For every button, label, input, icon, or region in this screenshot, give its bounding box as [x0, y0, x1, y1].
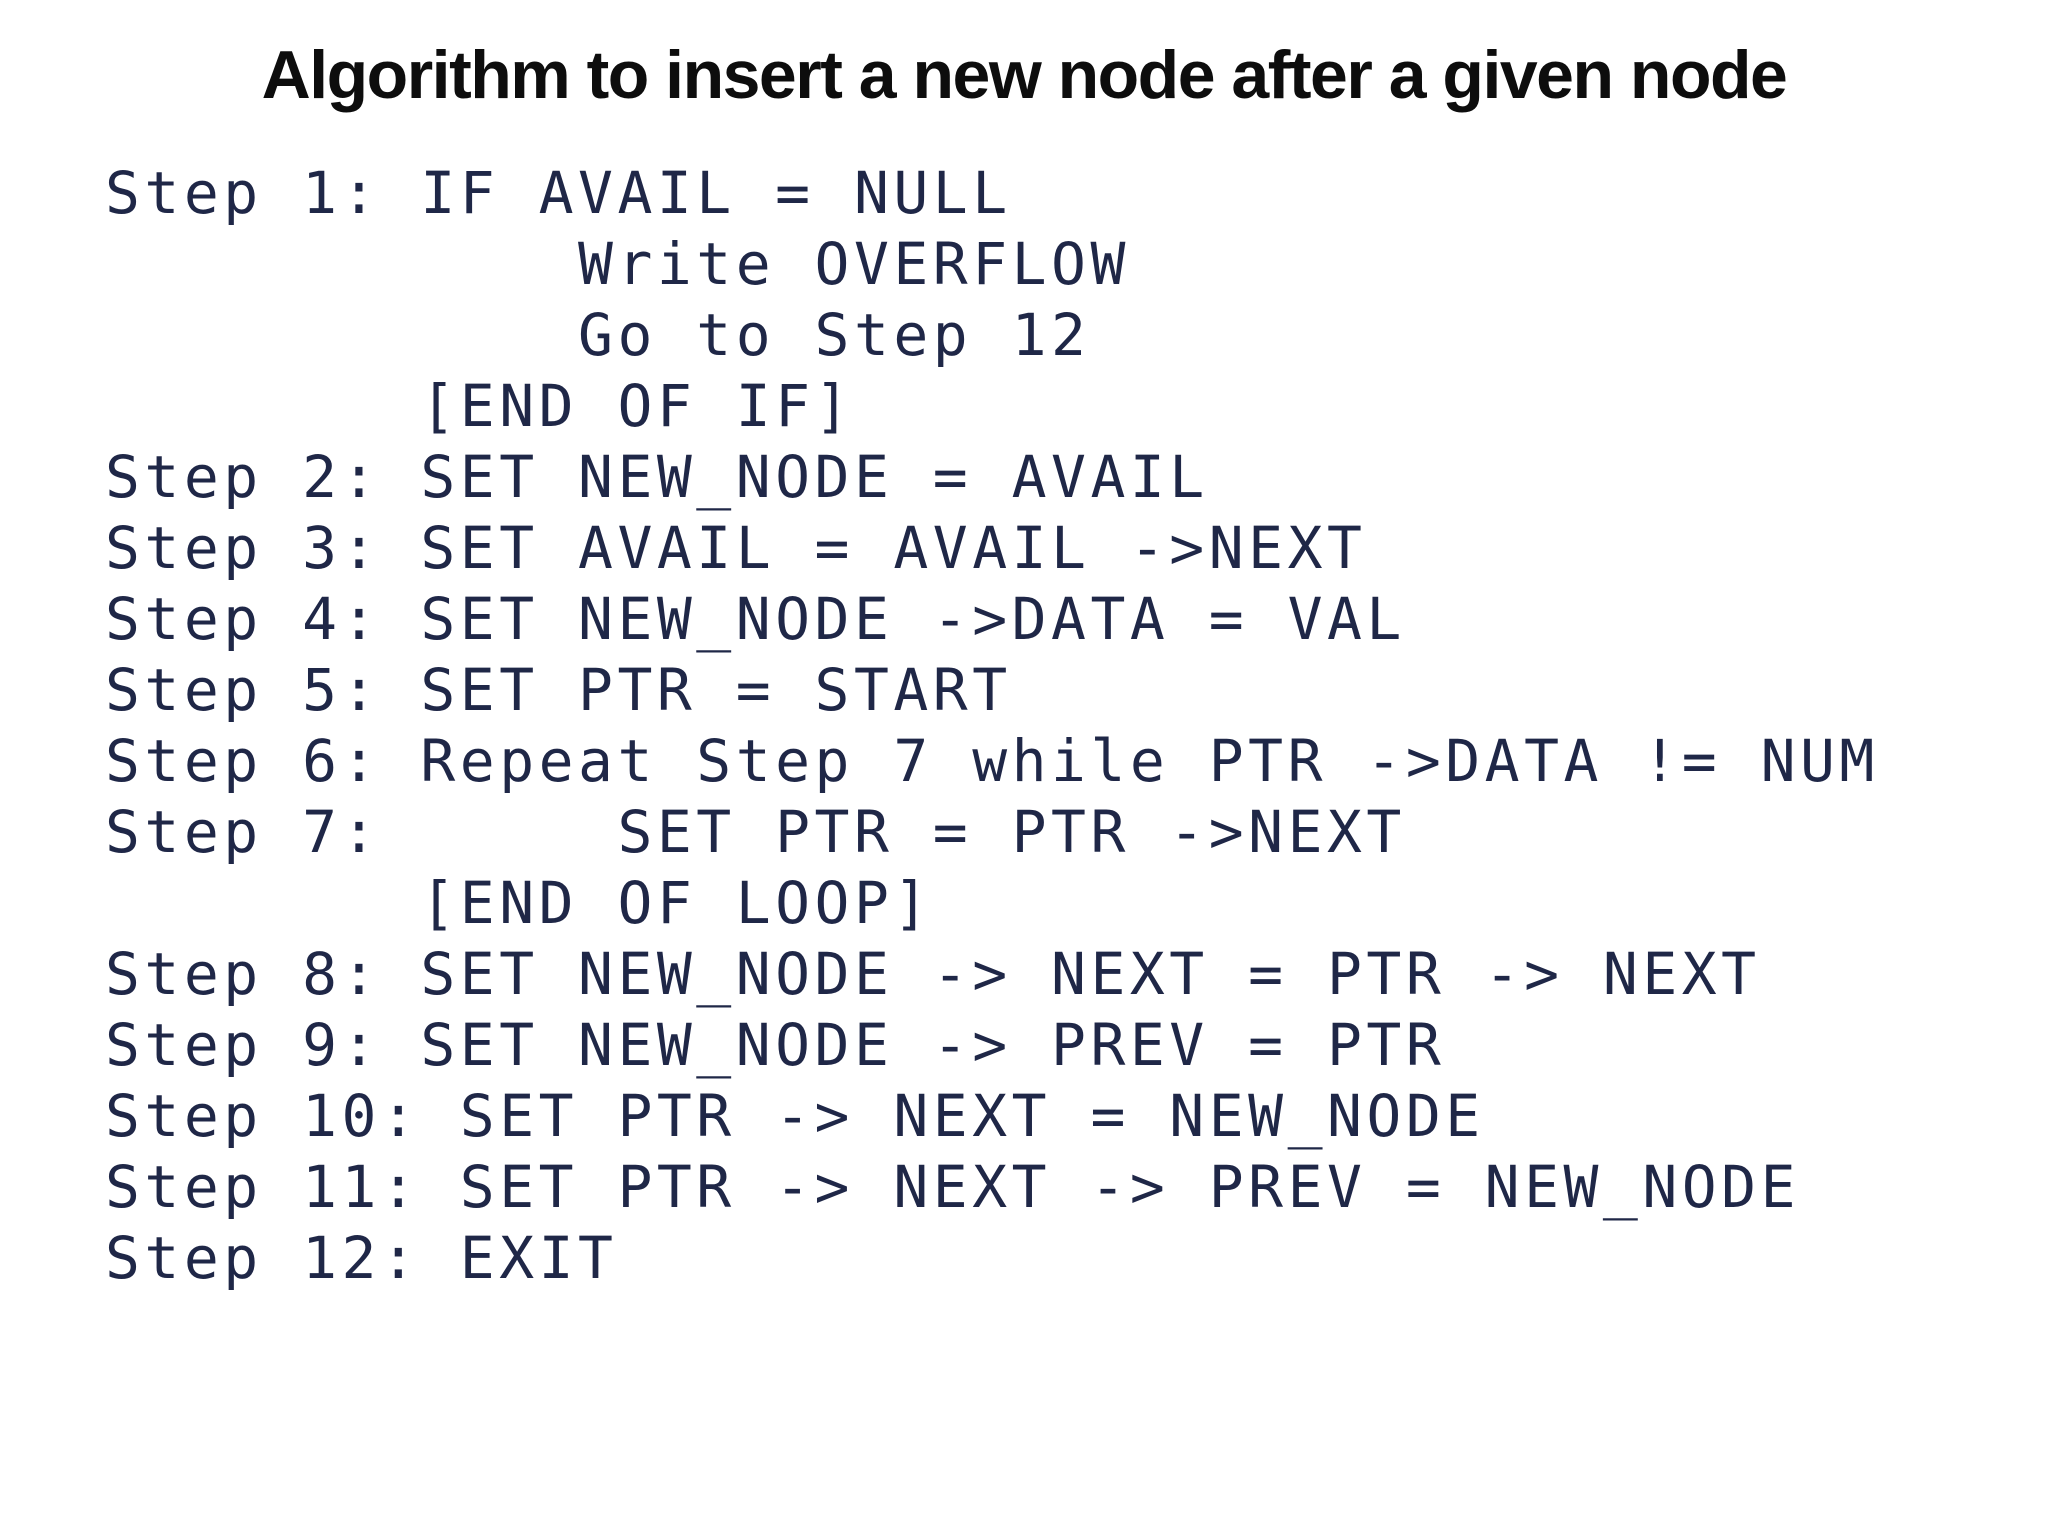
code-line-step-7: Step 7: SET PTR = PTR ->NEXT	[105, 798, 1406, 866]
code-line-end-of-loop: [END OF LOOP]	[105, 869, 933, 937]
code-line-step-4: Step 4: SET NEW_NODE ->DATA = VAL	[105, 585, 1406, 653]
code-line-write-overflow: Write OVERFLOW	[105, 230, 1130, 298]
code-line-step-3: Step 3: SET AVAIL = AVAIL ->NEXT	[105, 514, 1367, 582]
algorithm-code-block: Step 1: IF AVAIL = NULL Write OVERFLOW G…	[105, 158, 1879, 1294]
code-line-step-1: Step 1: IF AVAIL = NULL	[105, 159, 1012, 227]
code-line-step-12: Step 12: EXIT	[105, 1224, 618, 1292]
code-line-step-6: Step 6: Repeat Step 7 while PTR ->DATA !…	[105, 727, 1879, 795]
code-line-step-5: Step 5: SET PTR = START	[105, 656, 1012, 724]
code-line-end-of-if: [END OF IF]	[105, 372, 854, 440]
code-line-step-11: Step 11: SET PTR -> NEXT -> PREV = NEW_N…	[105, 1153, 1801, 1221]
slide-title: Algorithm to insert a new node after a g…	[261, 37, 1788, 113]
code-line-step-9: Step 9: SET NEW_NODE -> PREV = PTR	[105, 1011, 1446, 1079]
code-line-step-10: Step 10: SET PTR -> NEXT = NEW_NODE	[105, 1082, 1485, 1150]
code-line-step-2: Step 2: SET NEW_NODE = AVAIL	[105, 443, 1209, 511]
code-line-step-8: Step 8: SET NEW_NODE -> NEXT = PTR -> NE…	[105, 940, 1761, 1008]
code-line-go-to-step-12: Go to Step 12	[105, 301, 1091, 369]
